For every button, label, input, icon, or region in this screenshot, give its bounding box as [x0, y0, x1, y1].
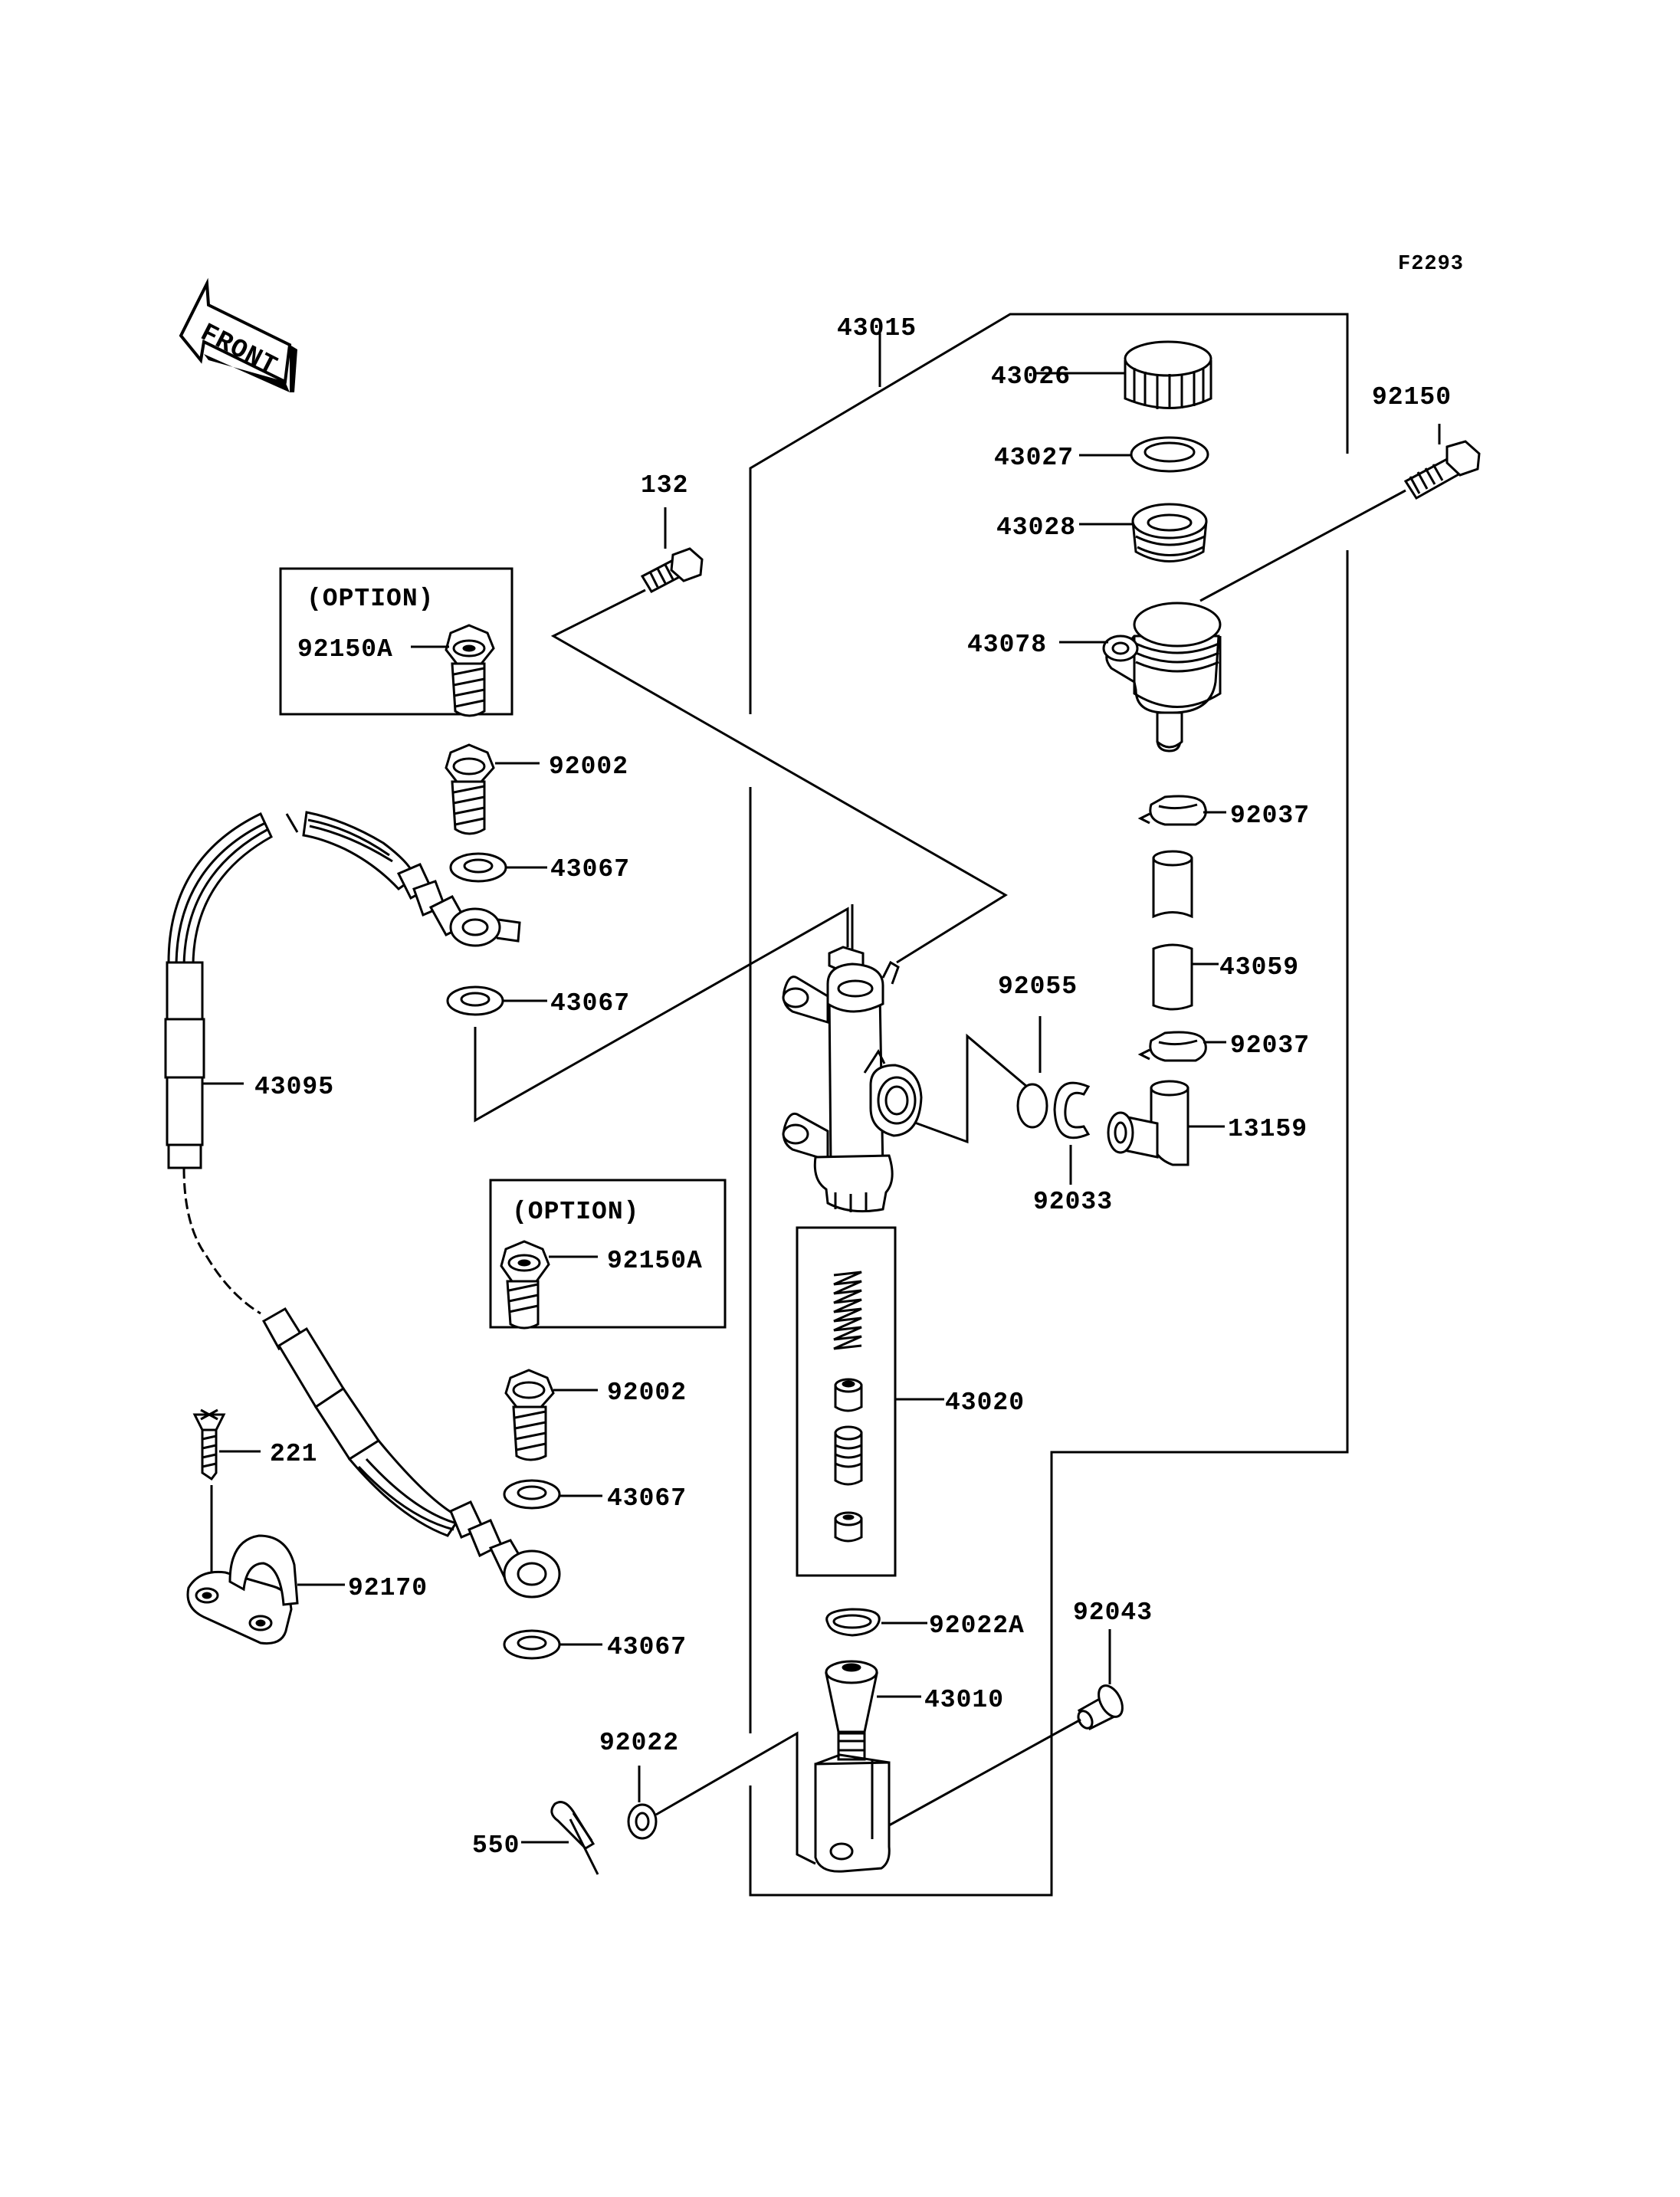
- banjo-bolt-upper: [445, 743, 495, 835]
- label-92150a-lower: 92150A: [607, 1247, 703, 1275]
- reservoir-body: [1102, 602, 1222, 753]
- washer-43067-b: [446, 985, 504, 1016]
- reservoir-cap: [1124, 340, 1212, 409]
- push-rod: [814, 1660, 891, 1873]
- banjo-bolt-lower: [504, 1369, 555, 1461]
- label-43026: 43026: [991, 362, 1071, 391]
- label-43067-d: 43067: [607, 1633, 687, 1661]
- label-92022: 92022: [599, 1729, 679, 1757]
- label-43067-b: 43067: [550, 989, 630, 1018]
- piston-icon: [834, 1425, 863, 1486]
- label-43015: 43015: [837, 314, 917, 343]
- label-43027: 43027: [994, 444, 1074, 472]
- front-arrow-icon: FRONT: [179, 277, 297, 392]
- inner-kit-box: [796, 1226, 897, 1577]
- washer-92022: [627, 1803, 658, 1840]
- piston-cup-icon: [834, 1378, 863, 1412]
- washer-43067-d: [503, 1629, 561, 1660]
- option-label-lower: (OPTION): [512, 1198, 639, 1226]
- elbow-fitting: [1107, 1080, 1189, 1166]
- label-92033: 92033: [1033, 1188, 1113, 1216]
- bolt-132: [640, 547, 704, 593]
- label-13159: 13159: [1228, 1115, 1308, 1143]
- label-550: 550: [472, 1831, 520, 1860]
- label-92002-lower: 92002: [607, 1379, 687, 1407]
- label-43095: 43095: [254, 1073, 334, 1101]
- clevis-pin: [1077, 1684, 1124, 1730]
- label-92055: 92055: [998, 972, 1078, 1001]
- label-92002-upper: 92002: [549, 753, 628, 781]
- brake-hose: [164, 811, 561, 1599]
- banjo-bolt-option-upper: [445, 624, 495, 717]
- spring-icon: [833, 1271, 862, 1350]
- label-92150: 92150: [1372, 383, 1452, 412]
- circlip-92033: [1053, 1081, 1091, 1139]
- label-43059: 43059: [1219, 953, 1299, 982]
- label-92022a: 92022A: [929, 1612, 1025, 1640]
- label-92043: 92043: [1073, 1599, 1153, 1627]
- cotter-pin: [550, 1801, 599, 1875]
- option-box-lower: [489, 1179, 727, 1329]
- label-92170: 92170: [348, 1574, 428, 1602]
- label-43020: 43020: [945, 1389, 1025, 1417]
- master-cylinder-body: [782, 904, 923, 1213]
- washer-43067-c: [503, 1479, 561, 1510]
- label-43028: 43028: [996, 513, 1076, 542]
- o-ring: [1016, 1083, 1048, 1129]
- label-43078: 43078: [967, 631, 1047, 659]
- banjo-bolt-option-lower: [500, 1240, 550, 1330]
- label-43067-c: 43067: [607, 1484, 687, 1513]
- snap-ring-92022a: [825, 1608, 881, 1637]
- label-43067-a: 43067: [550, 855, 630, 884]
- hose-clamp-upper: [1137, 795, 1207, 826]
- reservoir-hose: [1152, 850, 1193, 1011]
- label-92037-lower: 92037: [1230, 1031, 1310, 1060]
- label-221: 221: [270, 1440, 317, 1468]
- hose-clamp-lower: [1137, 1031, 1207, 1062]
- label-92037-upper: 92037: [1230, 802, 1310, 830]
- diaphragm: [1131, 503, 1208, 562]
- option-box-upper: [279, 567, 514, 716]
- label-92150a-upper: 92150A: [297, 635, 393, 664]
- label-43010: 43010: [924, 1686, 1004, 1714]
- washer-43067-a: [449, 852, 507, 883]
- assembly-outline-43015: [749, 313, 1349, 1897]
- diaphragm-plate: [1130, 436, 1209, 473]
- figure-id: F2293: [1398, 253, 1464, 276]
- bolt-92150: [1403, 440, 1481, 500]
- secondary-cup-icon: [834, 1511, 863, 1543]
- hose-clamp-92170: [186, 1534, 299, 1645]
- label-132: 132: [641, 471, 688, 500]
- option-label-upper: (OPTION): [307, 585, 434, 613]
- screw-221: [192, 1408, 226, 1481]
